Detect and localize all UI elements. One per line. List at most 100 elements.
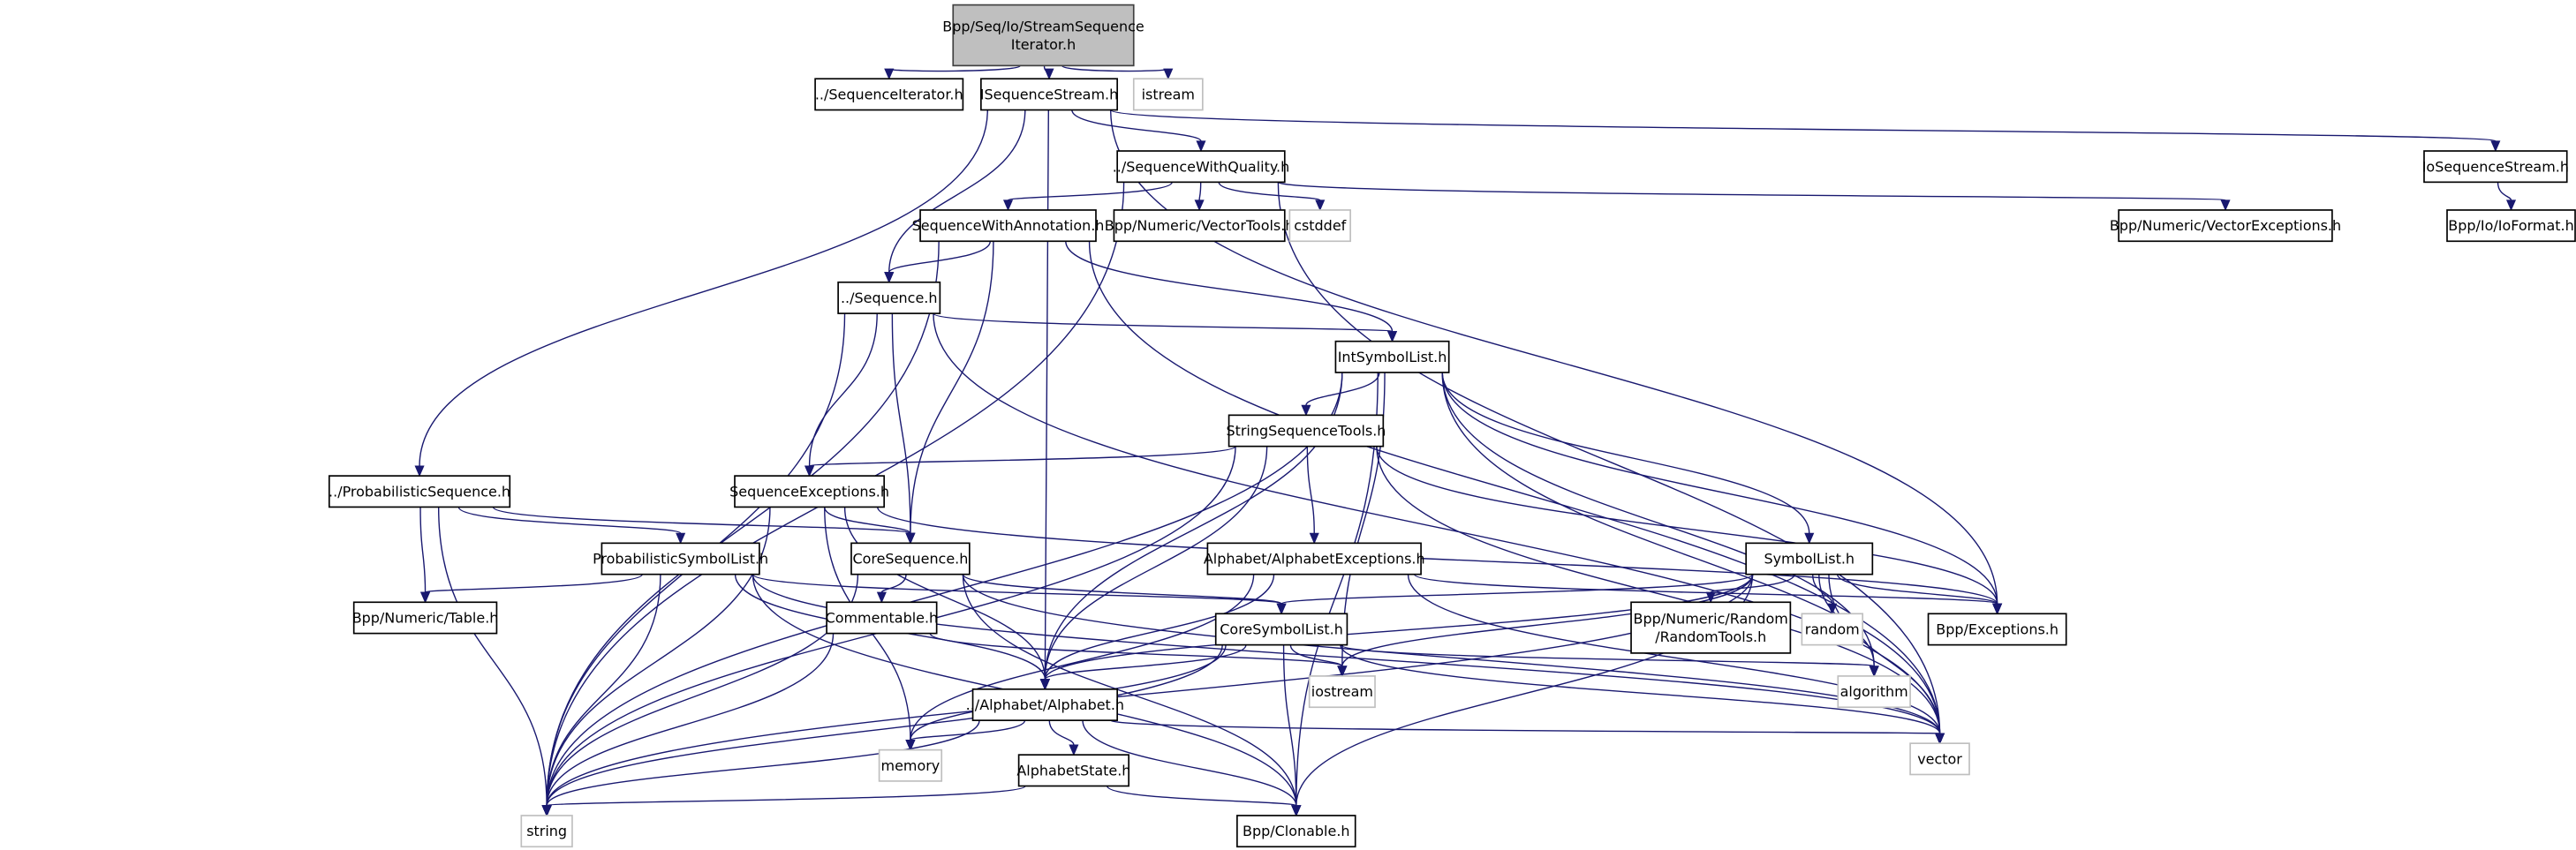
node-alphaexc[interactable]: Alphabet/AlphabetExceptions.h (1204, 542, 1425, 575)
arrowhead-icon (676, 532, 686, 545)
node-symlist[interactable]: SymbolList.h (1745, 542, 1874, 575)
node-label: Iterator.h (1011, 36, 1076, 53)
node-label: vector (1917, 750, 1962, 767)
node-label: iostream (1311, 683, 1373, 700)
edge-sequence-to-vector (933, 313, 1945, 745)
edge-coresymlist-to-iostream (1289, 644, 1348, 678)
arrowhead-icon (1069, 744, 1079, 756)
edge-symlist-to-vector (1828, 574, 1945, 745)
node-box (1236, 815, 1356, 848)
edge-alphastate-to-string (541, 785, 1026, 817)
arrowhead-icon (876, 591, 887, 604)
edge-intsymlist-to-strseqtools (1301, 372, 1380, 417)
edge-seqannot-to-vector (1088, 241, 1945, 745)
arrowhead-icon (2505, 199, 2517, 212)
node-box (971, 688, 1118, 721)
node-strseqtools[interactable]: StringSequenceTools.h (1226, 414, 1386, 448)
node-vectorexc[interactable]: Bpp/Numeric/VectorExceptions.h (2110, 209, 2341, 243)
node-vectortools[interactable]: Bpp/Numeric/VectorTools.h (1105, 209, 1295, 243)
edge-coreseq-to-coresymlist (962, 574, 1287, 615)
arrowhead-icon (1992, 603, 2003, 615)
node-intsymlist[interactable]: IntSymbolList.h (1334, 340, 1450, 373)
node-box (1909, 742, 1970, 776)
node-coresymlist[interactable]: CoreSymbolList.h (1214, 613, 1348, 646)
edge-coreseq-to-commentable (876, 574, 907, 604)
edge-probseq-to-coreseq (492, 506, 916, 545)
node-istream[interactable]: istream (1132, 78, 1204, 111)
node-box (1132, 78, 1204, 111)
node-label: istream (1142, 86, 1195, 102)
node-box (328, 475, 511, 508)
node-string[interactable]: string (520, 815, 573, 848)
node-coreseq[interactable]: CoreSequence.h (850, 542, 971, 575)
node-label: /RandomTools.h (1655, 628, 1766, 645)
node-box (980, 78, 1118, 111)
edge-symlist-to-exceptions (1836, 574, 2003, 615)
node-label: Bpp/Numeric/VectorExceptions.h (2110, 217, 2341, 234)
arrowhead-icon (1301, 404, 1311, 417)
node-vector[interactable]: vector (1909, 742, 1970, 776)
node-label: Bpp/Numeric/VectorTools.h (1105, 217, 1295, 234)
arrowhead-icon (905, 739, 916, 751)
node-clonable[interactable]: Bpp/Clonable.h (1236, 815, 1356, 848)
node-label: Commentable.h (826, 610, 939, 627)
node-sequence[interactable]: ../Sequence.h (837, 281, 941, 314)
node-box (1927, 613, 2067, 646)
node-box (352, 601, 498, 635)
edges-layer (414, 64, 2517, 817)
arrowhead-icon (1315, 199, 1326, 212)
edge-sequence-to-intsymlist (933, 312, 1398, 342)
node-box (952, 4, 1135, 67)
node-label: Bpp/Clonable.h (1243, 823, 1349, 839)
edge-coresymlist-to-algorithm (1340, 643, 1879, 678)
node-seqiter[interactable]: ../SequenceIterator.h (814, 78, 964, 111)
edge-probsymlist-to-vector (752, 574, 1945, 745)
node-probseq[interactable]: ../ProbabilisticSequence.h (328, 475, 511, 508)
node-algorithm[interactable]: algorithm (1837, 675, 1911, 709)
edge-seqqual-to-seqannot (1002, 181, 1173, 212)
node-label: StringSequenceTools.h (1226, 423, 1386, 440)
node-box (919, 209, 1097, 243)
arrowhead-icon (1935, 733, 1945, 745)
node-label: algorithm (1840, 683, 1908, 700)
arrowhead-icon (1039, 679, 1050, 690)
arrowhead-icon (1337, 666, 1348, 678)
node-label: Bpp/Exceptions.h (1936, 621, 2059, 638)
edge-probsymlist-to-table (420, 574, 643, 604)
node-box (1017, 754, 1130, 787)
node-ioformat[interactable]: Bpp/Io/IoFormat.h (2446, 209, 2576, 243)
arrowhead-icon (1804, 532, 1815, 545)
edge-iseqstream-to-ioseqstream (1110, 109, 2501, 153)
node-iseqstream[interactable]: ISequenceStream.h (980, 78, 1118, 111)
node-exceptions[interactable]: Bpp/Exceptions.h (1927, 613, 2067, 646)
node-alphastate[interactable]: AlphabetState.h (1016, 754, 1130, 787)
arrowhead-icon (1291, 805, 1302, 817)
arrowhead-icon (1869, 666, 1879, 678)
edge-iseqstream-to-probseq (414, 109, 988, 478)
edge-probseq-to-string (437, 507, 552, 817)
node-alphabet[interactable]: ../Alphabet/Alphabet.h (966, 688, 1124, 721)
node-ioseqstream[interactable]: IoSequenceStream.h (2422, 150, 2569, 184)
arrowhead-icon (414, 465, 425, 478)
node-randomtools[interactable]: Bpp/Numeric/Random/RandomTools.h (1630, 601, 1792, 654)
node-box (850, 542, 971, 575)
node-probsymlist[interactable]: ProbabilisticSymbolList.h (593, 542, 768, 575)
node-iostream[interactable]: iostream (1308, 675, 1376, 709)
edge-alphastate-to-clonable (1106, 785, 1302, 817)
node-box (601, 542, 760, 575)
node-cstddef[interactable]: cstddef (1288, 209, 1351, 243)
node-seqannot[interactable]: SequenceWithAnnotation.h (912, 209, 1105, 243)
edge-strseqtools-to-alphaexc (1306, 446, 1319, 545)
node-memory[interactable]: memory (878, 748, 943, 782)
arrowhead-icon (1163, 68, 1174, 80)
edge-seqqual-to-vectortools (1194, 182, 1205, 212)
node-commentable[interactable]: Commentable.h (826, 601, 939, 635)
edge-alphabet-to-alphastate (1048, 720, 1079, 756)
node-seqqual[interactable]: ../SequenceWithQuality.h (1113, 150, 1290, 184)
node-seqexc[interactable]: SequenceExceptions.h (729, 475, 889, 508)
node-table[interactable]: Bpp/Numeric/Table.h (352, 601, 499, 635)
node-random[interactable]: random (1801, 613, 1864, 646)
node-box (1745, 542, 1874, 575)
arrowhead-icon (541, 805, 552, 817)
